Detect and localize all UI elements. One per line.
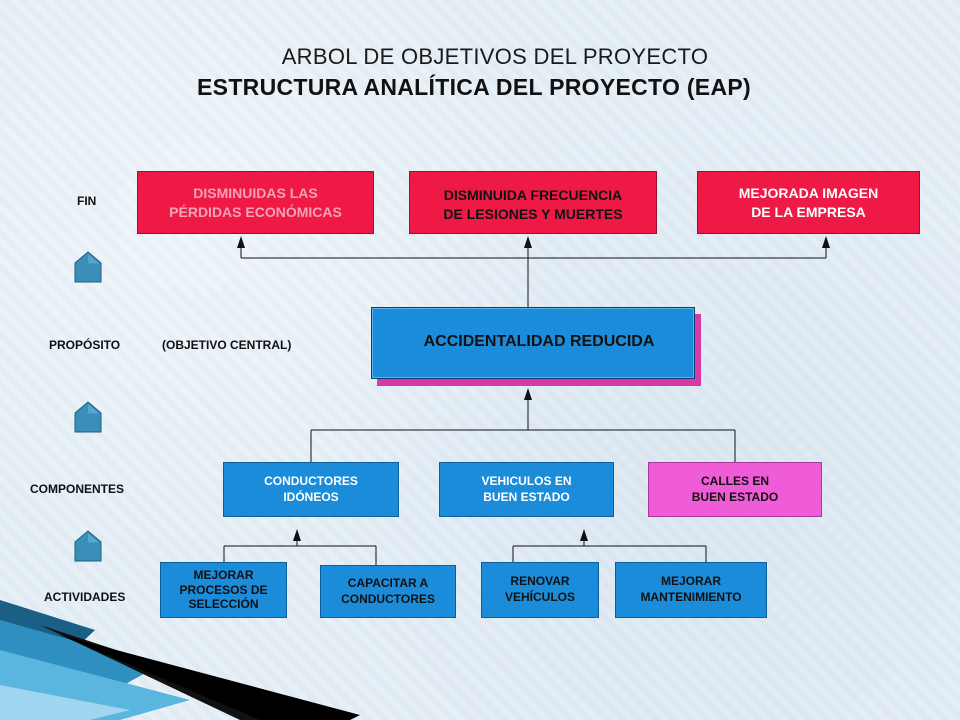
- activity-line: VEHÍCULOS: [504, 590, 575, 604]
- decorative-corner-stripes: [0, 600, 360, 720]
- proposito-box-label: ACCIDENTALIDAD REDUCIDA: [423, 333, 655, 350]
- component-line: VEHICULOS EN: [481, 473, 572, 488]
- activity-line: SELECCIÓN: [188, 597, 259, 612]
- component-calles: CALLES EN BUEN ESTADO: [648, 462, 822, 517]
- proposito-box: ACCIDENTALIDAD REDUCIDA: [371, 307, 695, 379]
- component-line: BUEN ESTADO: [483, 489, 570, 504]
- component-vehiculos: VEHICULOS EN BUEN ESTADO: [439, 462, 614, 517]
- activity-line: MEJORAR: [193, 568, 254, 583]
- up-arrow-icon: [74, 401, 102, 433]
- up-arrow-icon: [74, 530, 102, 562]
- activity-line: CONDUCTORES: [341, 591, 435, 606]
- fin-box-line: DE LESIONES Y MUERTES: [443, 205, 623, 222]
- activity-capacitar: CAPACITAR A CONDUCTORES: [320, 565, 456, 618]
- fin-box-line: MEJORADA IMAGEN: [738, 185, 879, 202]
- activity-line: RENOVAR: [510, 574, 570, 589]
- fin-box-imagen: MEJORADA IMAGEN DE LA EMPRESA: [697, 171, 920, 234]
- activity-mejorar-mantenimiento: MEJORAR MANTENIMIENTO: [615, 562, 767, 618]
- activity-line: MANTENIMIENTO: [640, 590, 742, 604]
- component-line: CALLES EN: [700, 473, 769, 488]
- fin-box-line: PÉRDIDAS ECONÓMICAS: [169, 203, 342, 220]
- component-line: CONDUCTORES: [264, 473, 358, 488]
- level-label-actividades: ACTIVIDADES: [44, 590, 126, 604]
- activity-renovar: RENOVAR VEHÍCULOS: [481, 562, 599, 618]
- activity-mejorar-procesos: MEJORAR PROCESOS DE SELECCIÓN: [160, 562, 287, 618]
- level-label-objetivo-central: (OBJETIVO CENTRAL): [162, 338, 292, 352]
- activity-line: MEJORAR: [660, 574, 721, 589]
- activity-line: CAPACITAR A: [347, 575, 429, 590]
- activity-line: PROCESOS DE: [179, 582, 268, 597]
- level-label-componentes: COMPONENTES: [30, 482, 125, 496]
- diagram-subtitle: ESTRUCTURA ANALÍTICA DEL PROYECTO (EAP): [197, 74, 751, 100]
- level-label-proposito: PROPÓSITO: [49, 338, 121, 352]
- fin-box-line: DISMINUIDAS LAS: [193, 185, 318, 202]
- component-line: BUEN ESTADO: [691, 489, 779, 504]
- component-line: IDÓNEOS: [283, 489, 339, 504]
- fin-box-perdidas: DISMINUIDAS LAS PÉRDIDAS ECONÓMICAS: [137, 171, 374, 234]
- component-conductores: CONDUCTORES IDÓNEOS: [223, 462, 399, 517]
- diagram-title: ARBOL DE OBJETIVOS DEL PROYECTO: [281, 44, 709, 69]
- level-label-fin: FIN: [77, 194, 97, 208]
- fin-box-lesiones: DISMINUIDA FRECUENCIA DE LESIONES Y MUER…: [409, 171, 657, 234]
- up-arrow-icon: [74, 251, 102, 283]
- fin-box-line: DISMINUIDA FRECUENCIA: [443, 187, 623, 204]
- fin-box-line: DE LA EMPRESA: [751, 203, 866, 220]
